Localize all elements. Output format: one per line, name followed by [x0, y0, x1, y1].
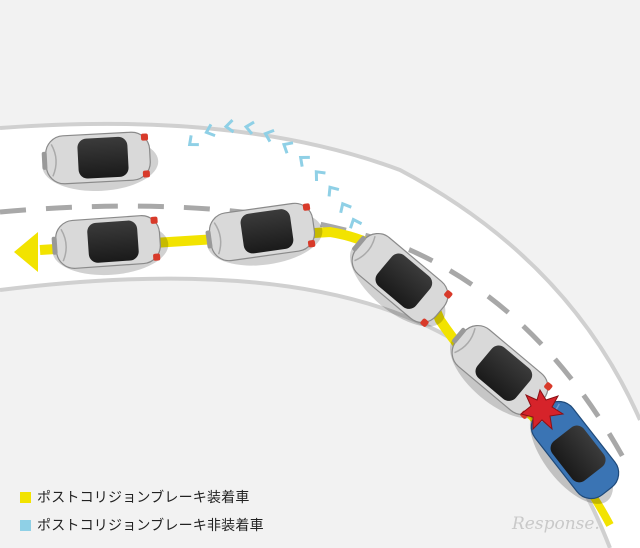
legend-swatch-yellow	[20, 491, 31, 503]
legend-swatch-blue	[20, 519, 31, 531]
road-surface	[0, 123, 640, 548]
watermark-logo: Response.	[512, 514, 600, 534]
impact-burst-icon	[519, 388, 565, 431]
legend-item-non-equipped: ポストコリジョンブレーキ非装着車	[20, 511, 264, 539]
legend-item-equipped: ポストコリジョンブレーキ装着車	[20, 483, 264, 511]
legend: ポストコリジョンブレーキ装着車 ポストコリジョンブレーキ非装着車	[20, 483, 264, 539]
legend-label: ポストコリジョンブレーキ装着車	[37, 490, 250, 506]
legend-label: ポストコリジョンブレーキ非装着車	[37, 518, 264, 534]
lane-divider	[0, 203, 633, 472]
road-edge-outer	[0, 121, 640, 421]
arrow-left-icon	[14, 232, 38, 272]
